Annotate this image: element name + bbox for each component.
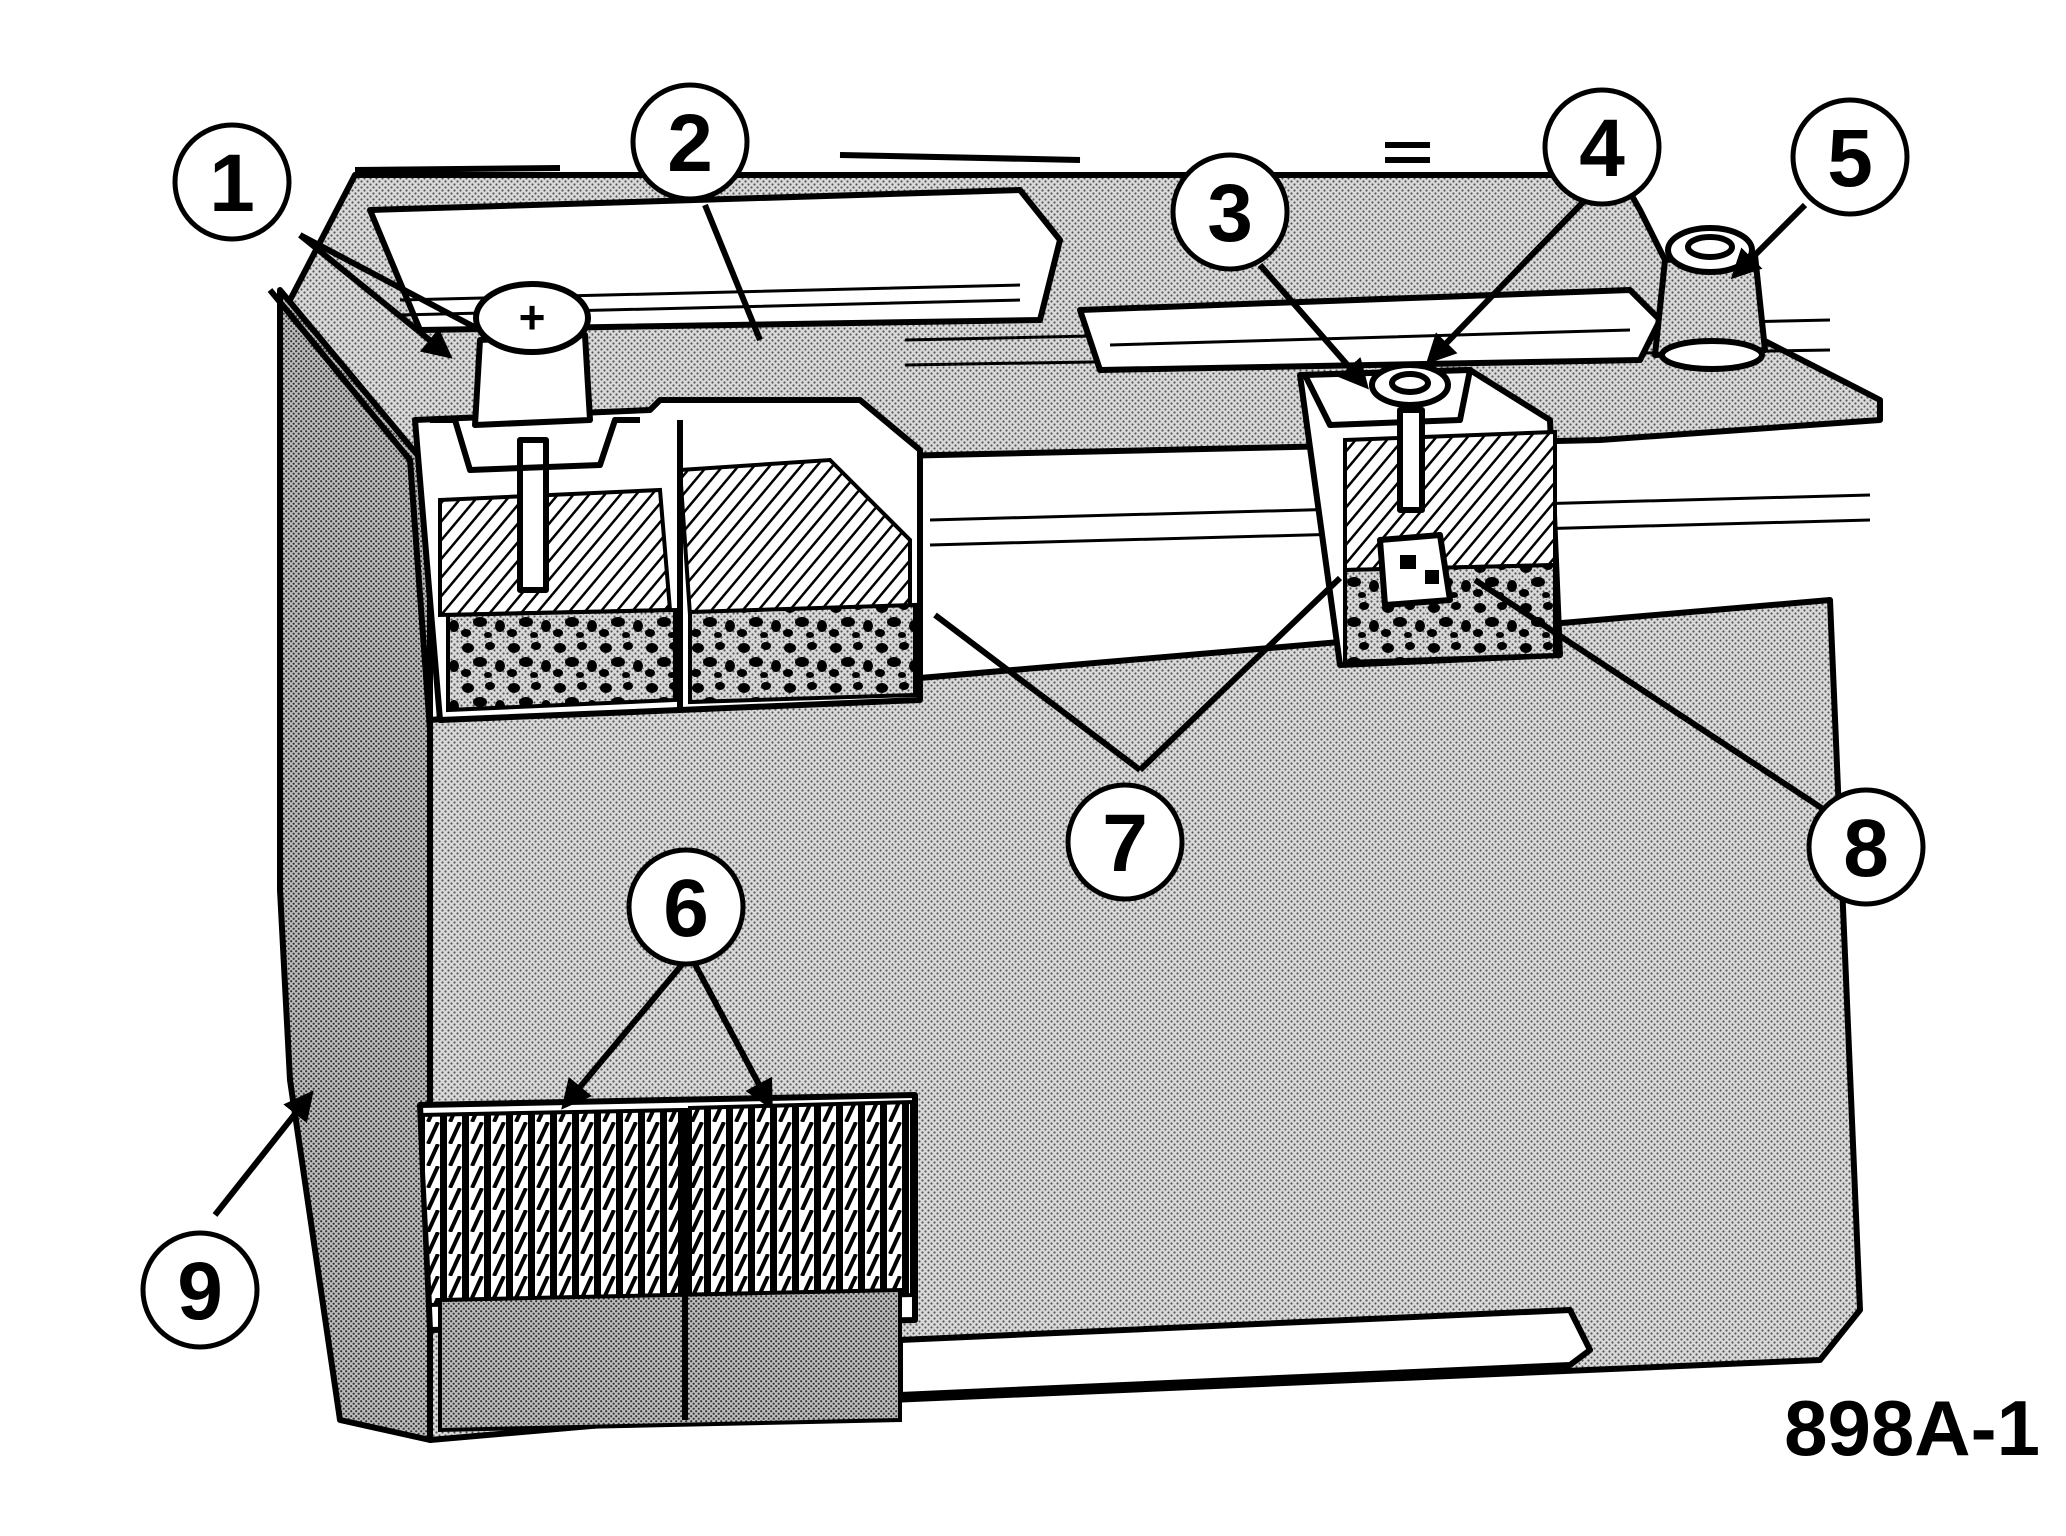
plate-base <box>438 1287 902 1433</box>
callout-8-label: 8 <box>1843 803 1889 894</box>
callout-5: 5 <box>1790 97 1910 217</box>
figure-id: 898A-1 <box>1784 1384 2040 1472</box>
negative-terminal <box>1652 225 1768 372</box>
positive-terminal: + <box>430 281 640 593</box>
callout-7: 7 <box>1065 782 1185 902</box>
callout-2-label: 2 <box>667 98 713 189</box>
sediment-left <box>446 607 677 713</box>
callout-6: 6 <box>626 847 746 967</box>
plus-symbol: + <box>519 291 546 343</box>
leader-lines <box>212 192 1857 1217</box>
callout-5-label: 5 <box>1827 113 1873 204</box>
leader-3 <box>1257 263 1369 390</box>
top-edge-lines <box>354 142 1430 173</box>
cell-cap-rail-2 <box>1077 287 1663 373</box>
leader-1b <box>298 232 482 333</box>
leader-5 <box>1730 202 1808 280</box>
callout-4-label: 4 <box>1579 103 1625 194</box>
callout-7-label: 7 <box>1102 798 1148 889</box>
leader-1a <box>298 232 453 359</box>
right-cutaway <box>1297 362 1563 668</box>
leader-4 <box>1425 192 1593 365</box>
leader-8 <box>1473 577 1857 833</box>
callout-4: 4 <box>1542 87 1662 207</box>
callout-9: 9 <box>140 1230 260 1350</box>
callout-3-label: 3 <box>1207 168 1253 259</box>
leader-6b <box>687 953 773 1111</box>
callout-1-label: 1 <box>209 138 255 229</box>
leader-7b <box>1137 575 1343 773</box>
callout-2: 2 <box>630 82 750 202</box>
cover-rim-left <box>267 288 433 731</box>
leader-2 <box>702 203 763 342</box>
plates-right <box>688 1099 914 1303</box>
hatch-left-cell <box>438 487 673 618</box>
leader-7a <box>933 612 1142 773</box>
cell-cap-rail-1 <box>367 187 1063 333</box>
callout-1: 1 <box>172 122 292 242</box>
callout-8: 8 <box>1806 787 1926 907</box>
plates-left <box>417 1107 682 1308</box>
callout-6-label: 6 <box>663 863 709 954</box>
hatch-right-cell <box>677 457 912 618</box>
plate-cutaway <box>417 1092 918 1433</box>
leader-6a <box>561 953 693 1110</box>
hatch-indicator <box>1343 429 1557 573</box>
sediment-right <box>688 602 917 705</box>
left-cutaway: + <box>412 281 923 723</box>
leader-9 <box>212 1090 314 1217</box>
callout-9-label: 9 <box>177 1246 223 1337</box>
callout-3: 3 <box>1170 152 1290 272</box>
